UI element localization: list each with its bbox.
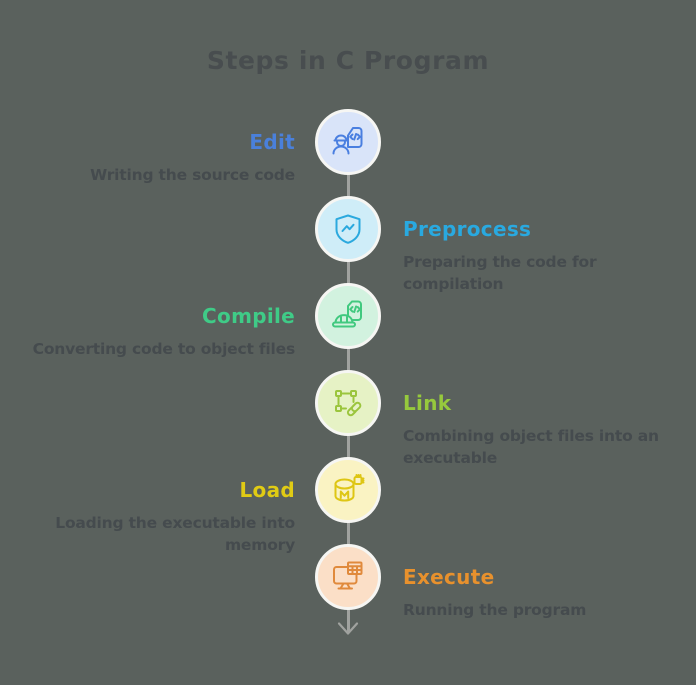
step-text-block: Link Combining object files into an exec… <box>403 370 683 469</box>
arrow-down-icon <box>336 621 360 641</box>
memory-database-icon <box>329 471 367 509</box>
monitor-table-icon <box>329 558 367 596</box>
step-circle <box>315 196 381 262</box>
engineer-code-icon <box>329 123 367 161</box>
step-text-block: Execute Running the program <box>403 544 683 621</box>
step-label: Preprocess <box>403 217 532 241</box>
step-label: Edit <box>249 130 295 154</box>
step-label: Execute <box>403 565 495 589</box>
step-description: Combining object files into an executabl… <box>403 427 659 467</box>
step-circle <box>315 109 381 175</box>
step-description: Loading the executable into memory <box>55 514 295 554</box>
shield-code-icon <box>329 210 367 248</box>
step-circle <box>315 544 381 610</box>
step-circle <box>315 370 381 436</box>
step-circle <box>315 283 381 349</box>
step-execute: Execute Running the program <box>0 544 696 619</box>
step-description: Preparing the code for compilation <box>403 253 597 293</box>
step-compile: Compile Converting code to object files <box>0 283 696 358</box>
step-link: Link Combining object files into an exec… <box>0 370 696 467</box>
step-label: Link <box>403 391 452 415</box>
step-description: Writing the source code <box>90 166 295 184</box>
step-text-block: Edit Writing the source code <box>0 109 295 186</box>
step-text-block: Load Loading the executable into memory <box>0 457 295 556</box>
step-text-block: Compile Converting code to object files <box>0 283 296 360</box>
step-edit: Edit Writing the source code <box>0 109 696 184</box>
diagram-title: Steps in C Program <box>206 46 490 75</box>
link-frame-icon <box>329 384 367 422</box>
step-preprocess: Preprocess Preparing the code for compil… <box>0 196 696 293</box>
step-text-block: Preprocess Preparing the code for compil… <box>403 196 683 295</box>
step-description: Converting code to object files <box>32 340 296 358</box>
step-label: Compile <box>202 304 295 328</box>
step-label: Load <box>239 478 295 502</box>
hardhat-code-icon <box>329 297 367 335</box>
step-circle <box>315 457 381 523</box>
step-description: Running the program <box>403 601 587 619</box>
step-load: Load Loading the executable into memory <box>0 457 696 554</box>
